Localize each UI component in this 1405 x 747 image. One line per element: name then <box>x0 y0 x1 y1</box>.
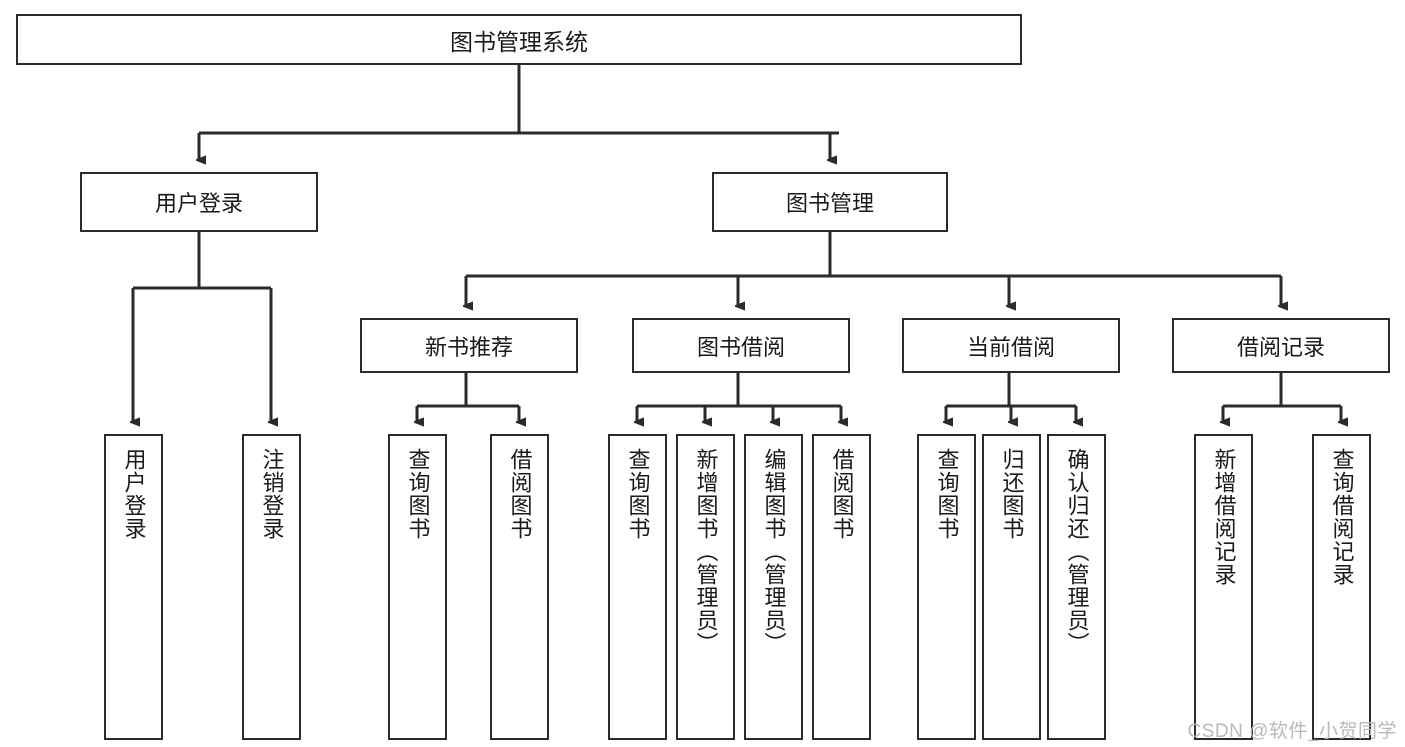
node-label: 注销登录 <box>259 448 285 540</box>
node-book-borrow[interactable]: 图书借阅 <box>632 318 850 373</box>
node-label: 用户登录 <box>121 448 147 540</box>
node-label: 新增图书（管理员） <box>693 448 719 655</box>
node-label: 查询图书 <box>405 448 431 540</box>
leaf-book-borrow-query-books[interactable]: 查询图书 <box>608 434 667 740</box>
node-book-management[interactable]: 图书管理 <box>712 172 948 232</box>
node-new-book-recommend[interactable]: 新书推荐 <box>360 318 578 373</box>
node-label: 新增借阅记录 <box>1211 448 1237 586</box>
node-label: 新书推荐 <box>424 334 513 360</box>
leaf-book-borrow-borrow-books[interactable]: 借阅图书 <box>812 434 871 740</box>
node-label: 查询图书 <box>625 448 651 540</box>
node-label: 借阅记录 <box>1236 334 1325 360</box>
node-label: 查询借阅记录 <box>1329 448 1355 586</box>
leaf-new-book-borrow-books[interactable]: 借阅图书 <box>490 434 549 740</box>
node-label: 确认归还（管理员） <box>1064 448 1090 655</box>
leaf-user-login-login[interactable]: 用户登录 <box>104 434 163 740</box>
leaf-book-borrow-edit-book-admin[interactable]: 编辑图书（管理员） <box>744 434 803 740</box>
node-label: 借阅图书 <box>507 448 533 540</box>
leaf-borrow-record-query-record[interactable]: 查询借阅记录 <box>1312 434 1371 740</box>
leaf-current-borrow-confirm-return-admin[interactable]: 确认归还（管理员） <box>1047 434 1106 740</box>
leaf-current-borrow-query-books[interactable]: 查询图书 <box>917 434 976 740</box>
node-label: 归还图书 <box>999 448 1025 540</box>
node-current-borrow[interactable]: 当前借阅 <box>902 318 1120 373</box>
leaf-borrow-record-add-record[interactable]: 新增借阅记录 <box>1194 434 1253 740</box>
leaf-book-borrow-add-book-admin[interactable]: 新增图书（管理员） <box>676 434 735 740</box>
node-label: 编辑图书（管理员） <box>761 448 787 655</box>
node-label: 查询图书 <box>934 448 960 540</box>
watermark: CSDN @软件_小贺同学 <box>1187 721 1397 742</box>
node-borrow-record[interactable]: 借阅记录 <box>1172 318 1390 373</box>
node-label: 图书借阅 <box>696 334 785 360</box>
node-label: 用户登录 <box>154 191 243 216</box>
leaf-new-book-query-books[interactable]: 查询图书 <box>388 434 447 740</box>
node-user-login[interactable]: 用户登录 <box>80 172 318 232</box>
node-label: 图书管理 <box>785 191 874 216</box>
leaf-user-login-logout[interactable]: 注销登录 <box>242 434 301 740</box>
node-label: 当前借阅 <box>966 334 1055 360</box>
node-label: 借阅图书 <box>829 448 855 540</box>
node-label: 图书管理系统 <box>450 28 588 55</box>
node-root-book-management-system[interactable]: 图书管理系统 <box>16 14 1022 65</box>
leaf-current-borrow-return-books[interactable]: 归还图书 <box>982 434 1041 740</box>
